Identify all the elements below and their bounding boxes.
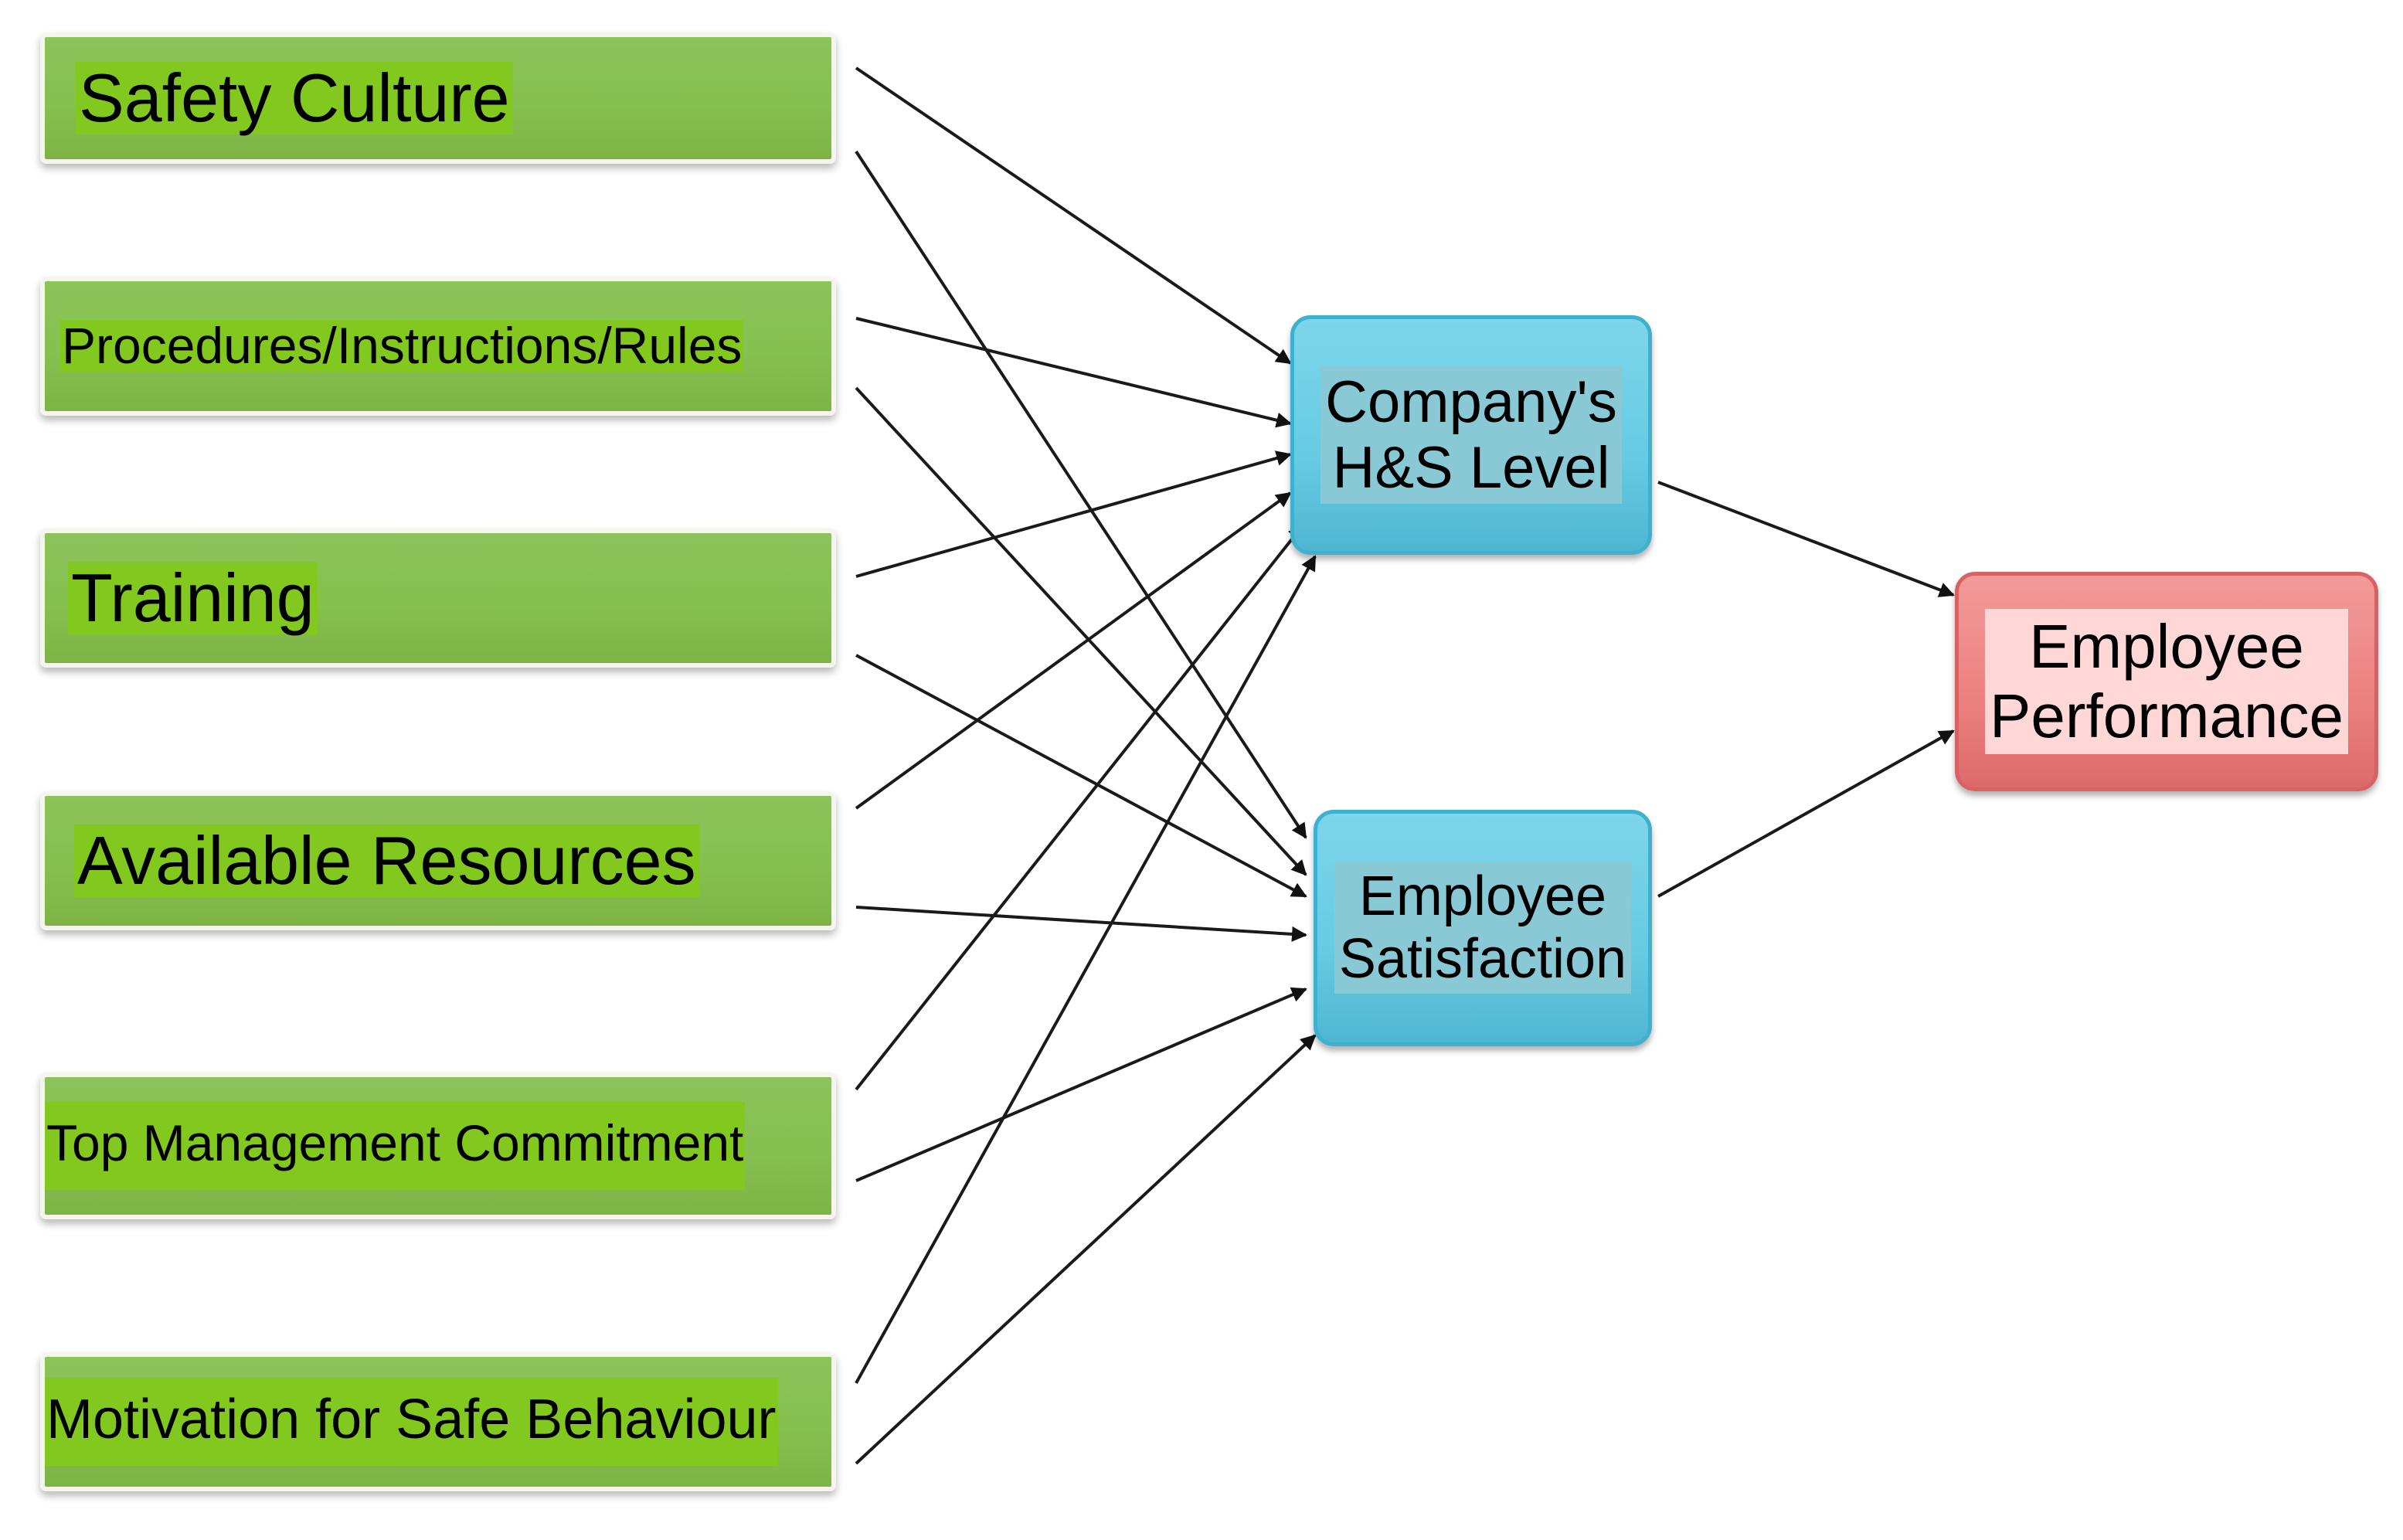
- node-safety-culture: Safety Culture: [40, 32, 836, 164]
- edge-procedures-to-satisfaction: [855, 386, 1307, 876]
- node-label: Motivation for Safe Behaviour: [45, 1378, 778, 1466]
- node-label: Training: [68, 562, 318, 634]
- edge-training-to-satisfaction: [855, 654, 1307, 898]
- node-label-line: Employee: [1358, 865, 1607, 928]
- edge-safety-culture-to-hs-level: [855, 66, 1292, 365]
- node-performance: Employee Performance: [1955, 572, 2378, 791]
- node-satisfaction: Employee Satisfaction: [1314, 810, 1652, 1046]
- node-available-resources: Available Resources: [40, 791, 836, 930]
- node-label-line: Satisfaction: [1338, 928, 1627, 990]
- node-label: Available Resources: [74, 824, 699, 897]
- edge-procedures-to-hs-level: [855, 317, 1292, 428]
- edge-motivation-to-satisfaction: [855, 1034, 1317, 1465]
- edge-motivation-to-hs-level: [855, 555, 1317, 1384]
- edge-available-resources-to-satisfaction: [855, 906, 1307, 942]
- edge-satisfaction-to-performance: [1657, 729, 1955, 898]
- node-top-management: Top Management Commitment: [40, 1073, 836, 1219]
- edge-top-management-to-satisfaction: [855, 987, 1307, 1182]
- node-label: Employee Performance: [1985, 609, 2348, 754]
- node-label-line: H&S Level: [1332, 435, 1610, 501]
- edge-available-resources-to-hs-level: [855, 491, 1292, 810]
- edge-hs-level-to-performance: [1657, 481, 1955, 597]
- node-label: Safety Culture: [76, 62, 513, 134]
- node-procedures: Procedures/Instructions/Rules: [40, 277, 836, 416]
- node-label: Employee Satisfaction: [1334, 862, 1632, 994]
- node-label: Procedures/Instructions/Rules: [60, 317, 744, 375]
- node-label: Company's H&S Level: [1320, 365, 1622, 505]
- node-label-line: Performance: [1990, 682, 2344, 750]
- node-hs-level: Company's H&S Level: [1290, 315, 1652, 555]
- node-label: Top Management Commitment: [45, 1102, 746, 1190]
- edge-top-management-to-hs-level: [855, 524, 1304, 1091]
- node-motivation: Motivation for Safe Behaviour: [40, 1352, 836, 1491]
- edge-safety-culture-to-satisfaction: [855, 150, 1307, 839]
- node-label-line: Employee: [2029, 612, 2304, 682]
- edge-training-to-hs-level: [855, 450, 1292, 578]
- node-label-line: Company's: [1325, 369, 1617, 435]
- node-training: Training: [40, 529, 836, 668]
